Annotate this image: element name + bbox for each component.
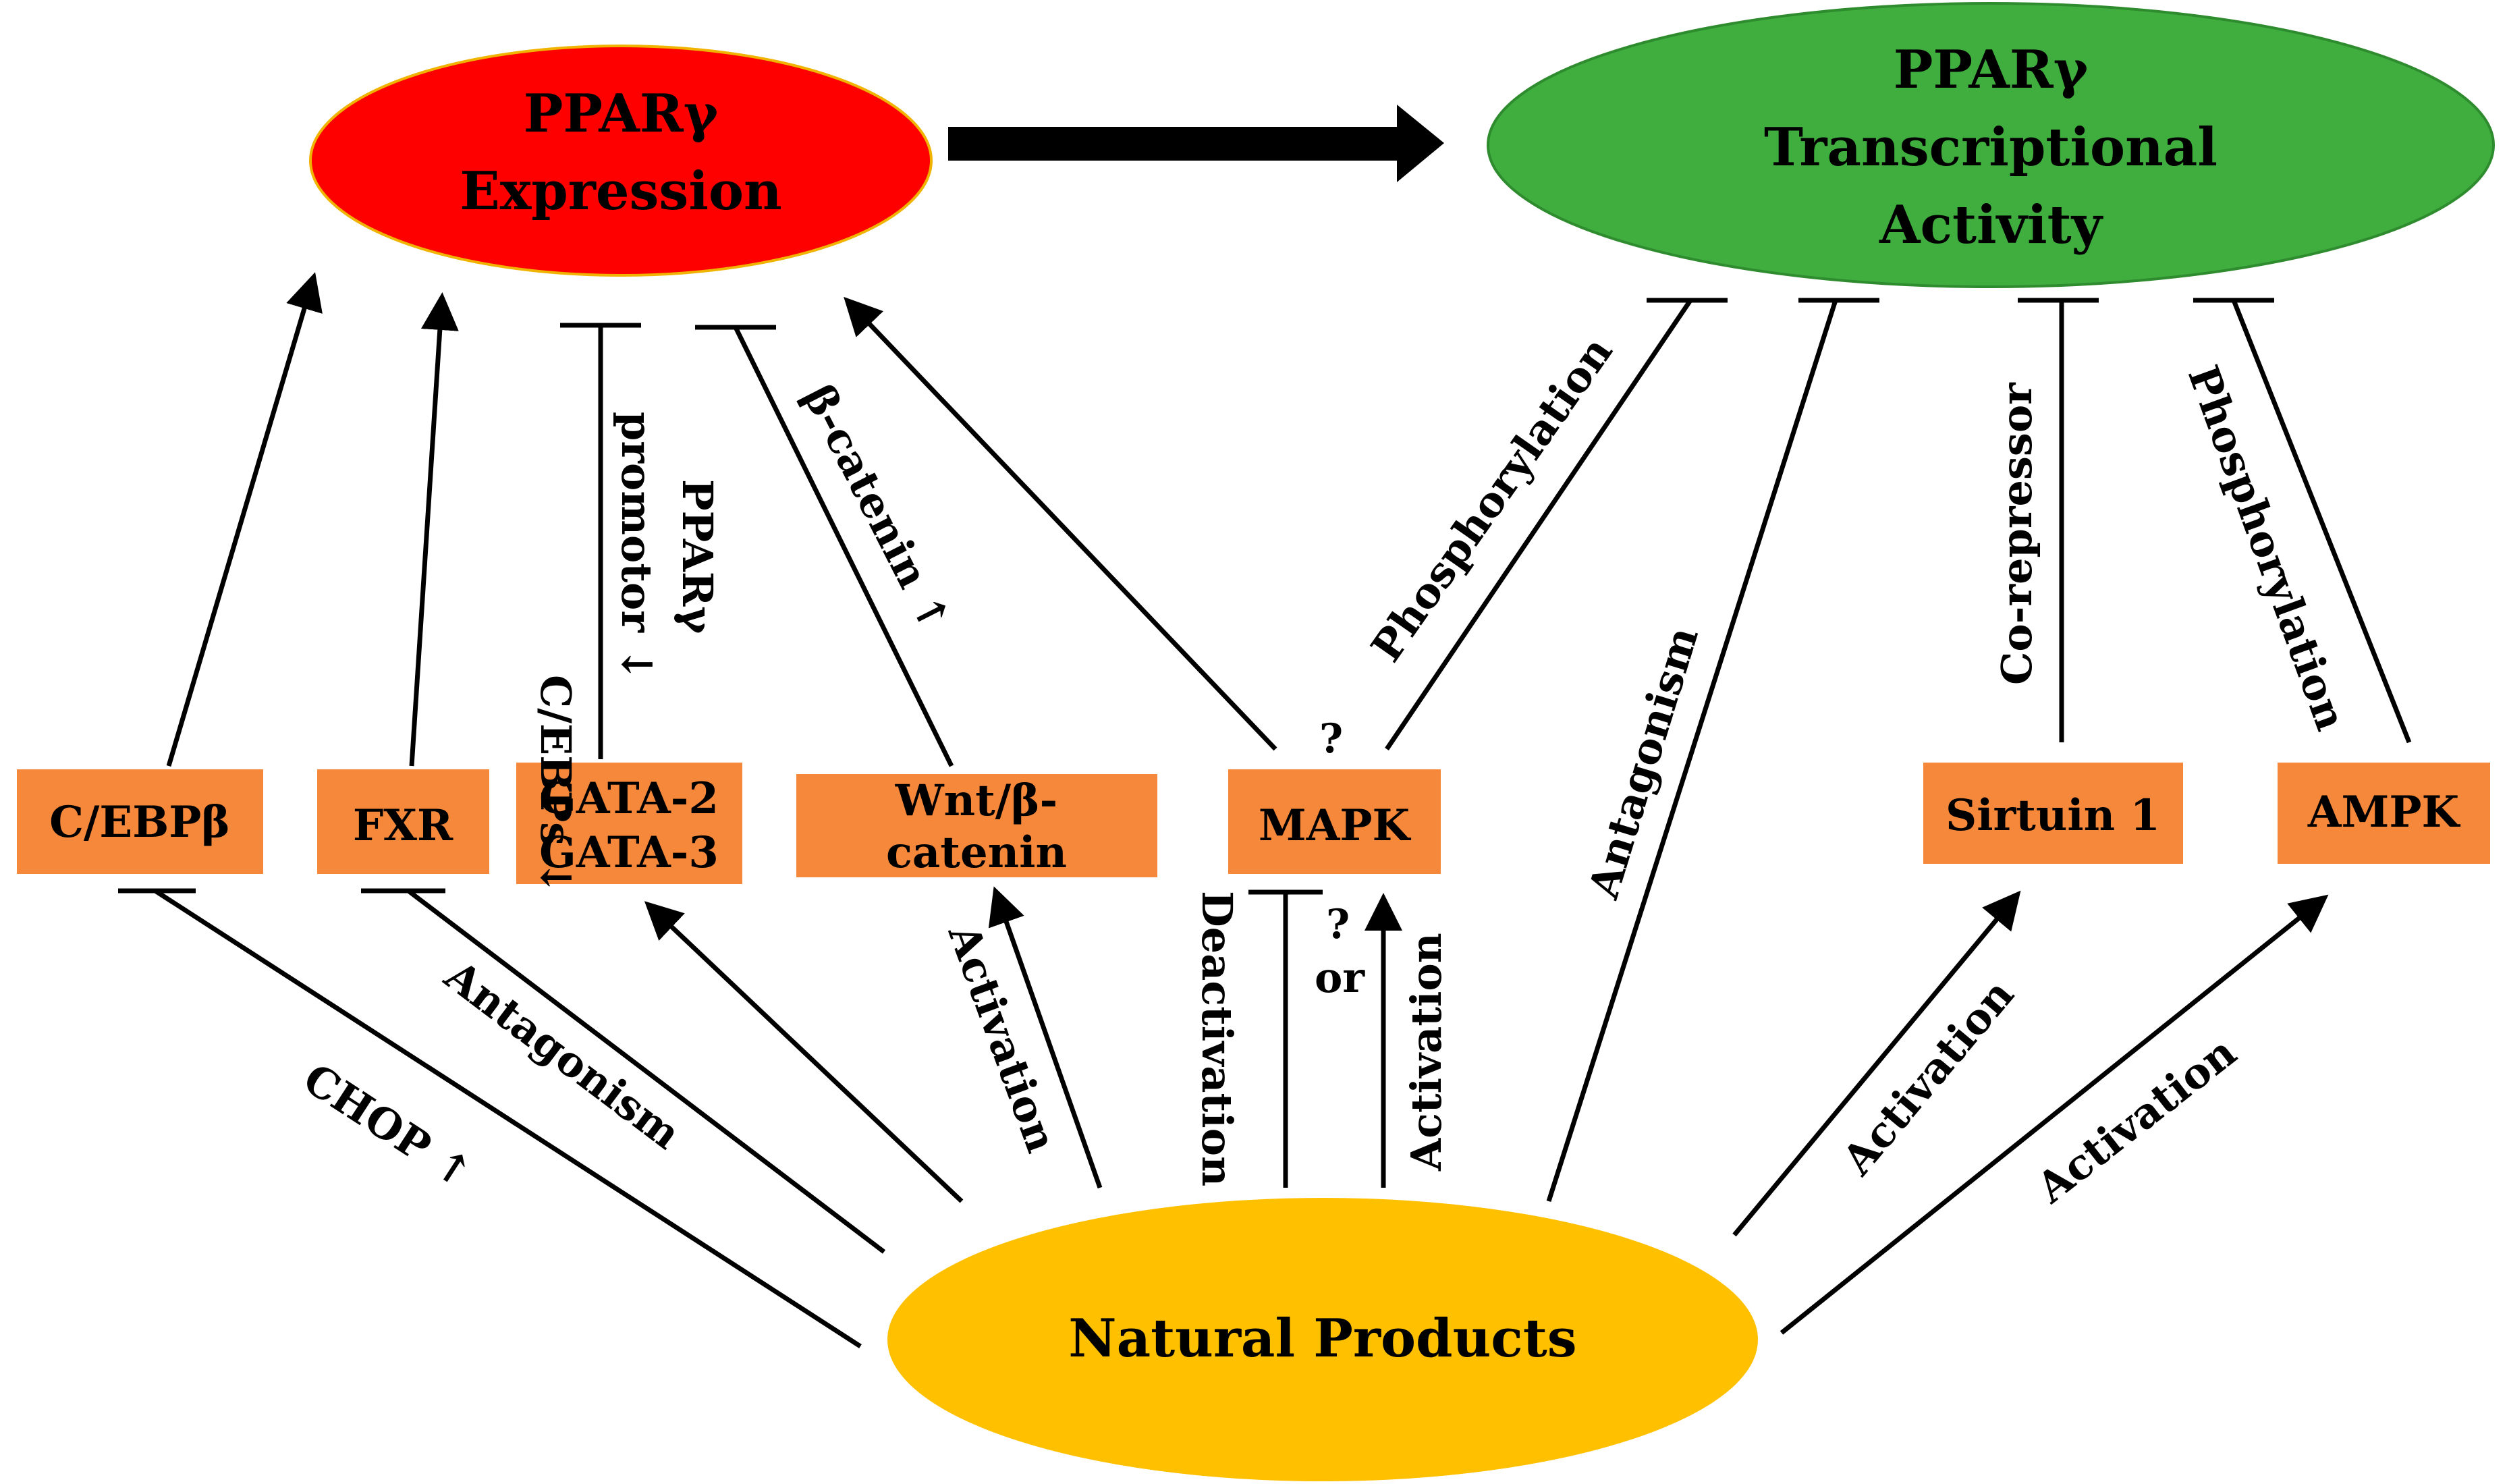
wnt-box: Wnt/β- catenin	[796, 774, 1157, 878]
ppar-activity-ellipse	[1487, 2, 2495, 288]
mapk-box: MAPK	[1228, 769, 1441, 874]
mapk-to-expression-arrow	[844, 296, 1277, 751]
fxr-to-expression-arrow	[409, 292, 459, 767]
gata-label-2: GATA-3	[539, 827, 719, 878]
gata-promotor-label-1: PPARγ	[673, 479, 722, 634]
mapk-lower-question: ?	[1326, 901, 1350, 948]
expression-to-activity-arrow	[948, 105, 1444, 182]
gata-cebps-label: C/EBPs ↓	[531, 675, 580, 896]
np-antagonism-line	[1546, 299, 1838, 1203]
ppar-activity-line-1: PPARγ	[1894, 39, 2089, 101]
wnt-rect	[796, 774, 1157, 877]
np-to-wnt-arrow	[988, 886, 1103, 1189]
cebpb-to-expression-arrow	[166, 272, 323, 767]
chop-label: CHOP ↑	[295, 1053, 481, 1199]
np-to-sirt1-arrow	[1732, 890, 2021, 1237]
ampk-inhibition-line	[2231, 299, 2412, 744]
fxr-antagonism-label: Antagonism	[435, 950, 690, 1159]
np-fxr-inhibition-line	[406, 889, 886, 1254]
sirt1-label: Sirtuin 1	[1946, 790, 2160, 841]
ppar-expression-node: PPARγ Expression	[309, 45, 933, 277]
np-to-ampk-arrow	[1780, 894, 2329, 1335]
np-cebpb-inhibition-line	[154, 889, 862, 1348]
mapk-phosphorylation-line	[1385, 299, 1692, 750]
np-to-gata-arrow	[644, 901, 964, 1203]
ampk-label: AMPK	[2307, 787, 2461, 837]
ppar-expression-ellipse	[309, 45, 933, 277]
gata-promotor-label-2: promotor ↓	[612, 412, 661, 682]
beta-catenin-label: β-catenin ↑	[794, 377, 961, 640]
ampk-rect	[2278, 763, 2490, 864]
ppar-expression-line-2: Expression	[460, 161, 781, 222]
sirt-corepressor-label: Co-repressor	[1992, 382, 2041, 685]
wnt-inhibition-line	[733, 326, 954, 767]
mapk-phosphorylation-label: Phosphorylation	[1361, 328, 1622, 671]
wnt-label-2: catenin	[886, 827, 1067, 878]
fxr-label: FXR	[353, 800, 453, 851]
natural-products-node: Natural Products	[887, 1198, 1758, 1481]
ampk-phosphorylation-label: Phosphorylation	[2178, 359, 2356, 736]
mapk-label: MAPK	[1259, 800, 1412, 851]
mapk-upper-question: ?	[1319, 715, 1343, 763]
mapk-rect	[1228, 769, 1441, 874]
gata-box: GATA-2 GATA-3	[516, 763, 742, 884]
gata-label-1: GATA-2	[539, 773, 719, 824]
fxr-rect	[317, 769, 489, 874]
ampk-box: AMPK	[2278, 763, 2490, 864]
ppar-activity-line-3: Activity	[1879, 194, 2104, 256]
sirt1-box: Sirtuin 1	[1923, 763, 2183, 864]
cebpb-box: C/EBPβ	[17, 769, 263, 874]
natural-products-label: Natural Products	[1068, 1308, 1576, 1369]
gata-rect	[516, 763, 742, 884]
mapk-deactivation-label: Deactivation	[1192, 891, 1242, 1186]
mapk-activation-label: Activation	[1402, 933, 1451, 1172]
ppar-expression-line-1: PPARγ	[524, 83, 719, 144]
mapk-or-label: or	[1315, 953, 1365, 1002]
ampk-activation-label: Activation	[2027, 1027, 2246, 1213]
cebpb-rect	[17, 769, 263, 874]
fxr-box: FXR	[317, 769, 489, 874]
ppar-activity-line-2: Transcriptional	[1764, 117, 2217, 178]
natural-products-ellipse	[887, 1198, 1758, 1481]
wnt-label-1: Wnt/β-	[895, 775, 1057, 826]
sirt1-rect	[1923, 763, 2183, 864]
ppar-activity-node: PPARγ Transcriptional Activity	[1487, 2, 2495, 288]
cebpb-label: C/EBPβ	[49, 797, 230, 848]
